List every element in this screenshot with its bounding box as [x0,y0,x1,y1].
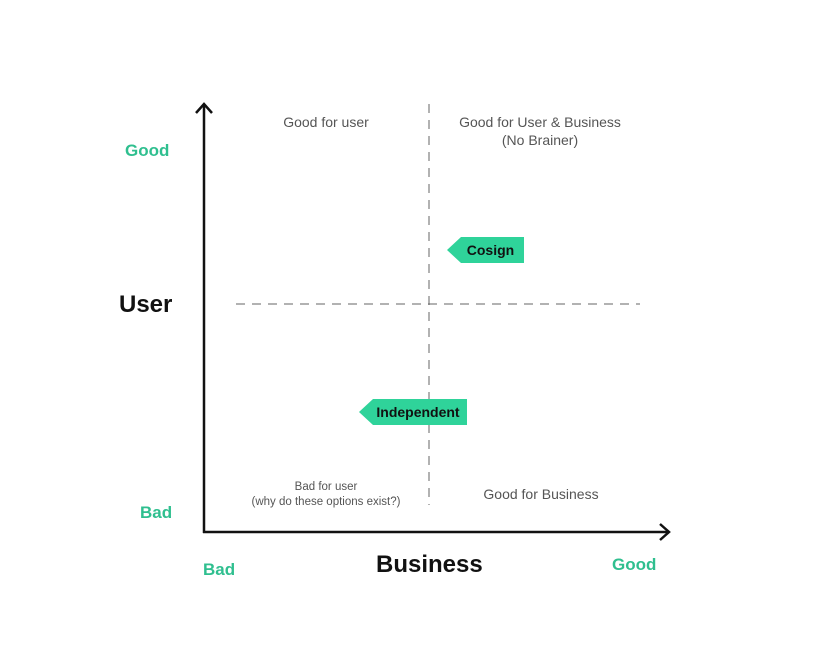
y-axis-low-label: Bad [140,503,173,522]
quadrant-bottom-left-label: Bad for user (why do these options exist… [236,480,416,510]
x-axis-high-label: Good [612,555,657,574]
quadrant-top-right-line1: Good for User & Business [459,114,621,130]
quadrant-bottom-right-label: Good for Business [466,485,616,503]
independent-tag: Independent [359,399,467,425]
y-axis-arrow-icon [195,102,213,114]
quadrant-top-left-label: Good for user [266,113,386,131]
x-axis-low-label: Bad [203,560,236,579]
y-axis-high-label: Good [125,141,170,160]
x-axis-arrow-icon [659,523,671,541]
quadrant-bottom-left-line2: (why do these options exist?) [251,496,401,508]
x-axis-title: Business [376,551,483,578]
quadrant-bottom-left-line1: Bad for user [294,481,358,493]
quadrant-top-right-label: Good for User & Business (No Brainer) [440,113,640,149]
quadrant-top-left-text: Good for user [283,114,369,130]
quadrant-bottom-right-text: Good for Business [483,486,599,502]
quadrant-top-right-line2: (No Brainer) [501,132,579,148]
y-axis-title: User [119,291,173,318]
cosign-tag: Cosign [447,237,524,263]
